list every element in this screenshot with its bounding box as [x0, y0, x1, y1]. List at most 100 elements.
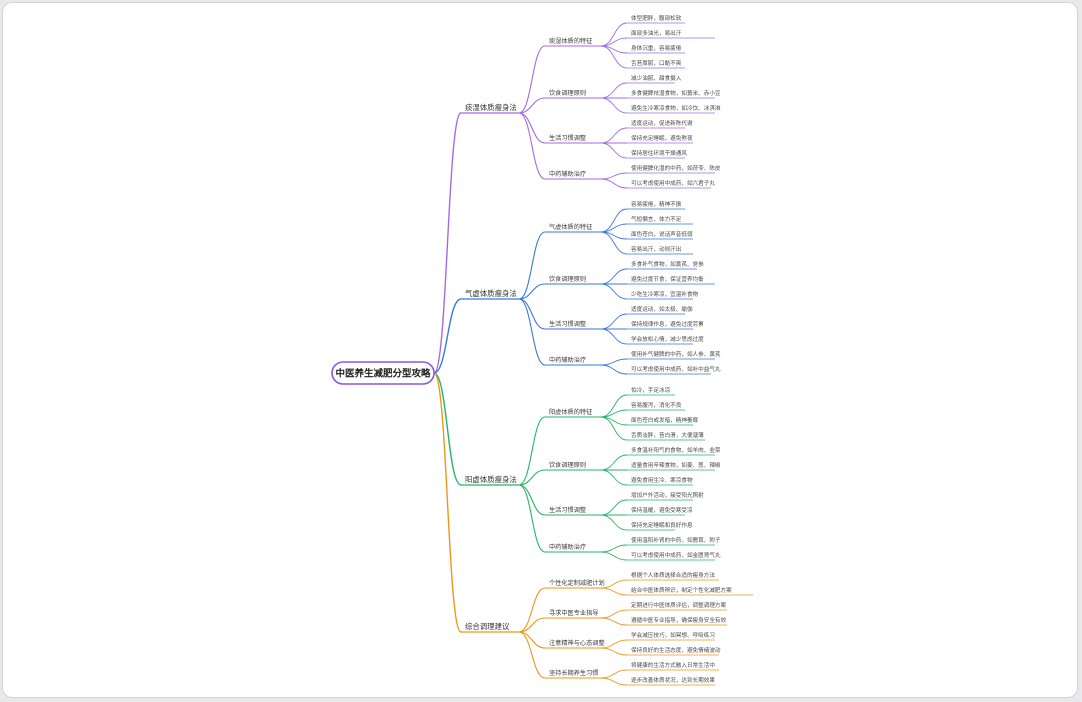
- branch-connector: [433, 112, 462, 374]
- leaf-label[interactable]: 气短懒言，体力不足: [631, 215, 682, 223]
- group-connector: [518, 298, 546, 330]
- leaf-label[interactable]: 可以考虑使用中成药，如金匮肾气丸: [631, 551, 721, 559]
- leaf-label[interactable]: 容易疲倦，精神不振: [631, 200, 682, 208]
- leaf-connector: [600, 127, 628, 144]
- group-connector: [518, 484, 546, 516]
- leaf-label[interactable]: 面部多油光，易出汗: [631, 29, 682, 37]
- root-node[interactable]: 中医养生减肥分型攻略: [331, 361, 435, 385]
- leaf-connector: [600, 231, 628, 255]
- leaf-connector: [600, 609, 628, 619]
- leaf-connector: [600, 208, 628, 233]
- leaf-label[interactable]: 避免过度节食，保证营养均衡: [631, 275, 704, 283]
- group-label[interactable]: 中药辅助治疗: [549, 356, 586, 364]
- leaf-label[interactable]: 学会放松心情，减少思虑过度: [631, 335, 704, 343]
- leaf-label[interactable]: 保持温暖，避免受寒受凉: [631, 506, 693, 514]
- group-label[interactable]: 痰湿体质的特征: [549, 37, 592, 45]
- group-connector: [518, 416, 546, 486]
- leaf-label[interactable]: 舌苔厚腻，口黏不爽: [631, 59, 682, 67]
- leaf-label[interactable]: 怕冷，手足冰凉: [631, 386, 671, 394]
- leaf-label[interactable]: 保持良好的生活态度，避免情绪波动: [631, 646, 721, 654]
- leaf-connector: [600, 551, 628, 561]
- leaf-label[interactable]: 多食补气食物，如黄芪、党参: [631, 260, 704, 268]
- leaf-connector: [600, 544, 628, 553]
- group-connector: [518, 112, 546, 180]
- leaf-connector: [600, 579, 628, 589]
- branch-label[interactable]: 气虚体质瘦身法: [465, 289, 517, 298]
- leaf-label[interactable]: 使用补气健脾的中药，如人参、黄芪: [631, 350, 721, 358]
- leaf-label[interactable]: 避免食用生冷、寒凉食物: [631, 476, 693, 484]
- group-connector: [518, 97, 546, 114]
- leaf-label[interactable]: 适度运动，促进新陈代谢: [631, 119, 693, 127]
- leaf-label[interactable]: 舌质淡胖，苔白滑，大便溏薄: [631, 431, 704, 439]
- leaf-connector: [600, 617, 628, 626]
- group-label[interactable]: 注意精神与心态调整: [549, 639, 605, 647]
- leaf-label[interactable]: 可以考虑使用中成药，如六君子丸: [631, 179, 715, 187]
- leaf-label[interactable]: 多食健脾祛湿食物，如薏米、赤小豆: [631, 89, 721, 97]
- leaf-connector: [600, 97, 628, 114]
- leaf-label[interactable]: 身体沉重，容易疲倦: [631, 44, 682, 52]
- branch-label[interactable]: 综合调理建议: [465, 622, 510, 631]
- leaf-label[interactable]: 增加户外活动，接受阳光照射: [631, 491, 704, 499]
- leaf-label[interactable]: 使用温阳补肾的中药，如鹿茸、附子: [631, 536, 721, 544]
- group-label[interactable]: 生活习惯调整: [549, 134, 586, 142]
- leaf-label[interactable]: 保持居住环境干燥通风: [631, 149, 687, 157]
- leaf-label[interactable]: 面色苍白或发暗，精神萎靡: [631, 416, 699, 424]
- group-label[interactable]: 气虚体质的特征: [549, 223, 592, 231]
- leaf-connector: [600, 268, 628, 285]
- group-label[interactable]: 个性化定制减肥计划: [549, 579, 605, 587]
- group-label[interactable]: 饮食调理原则: [549, 461, 586, 469]
- branch-label[interactable]: 痰湿体质瘦身法: [465, 103, 517, 112]
- leaf-connector: [600, 364, 628, 375]
- leaf-label[interactable]: 体型肥胖，腹部松软: [631, 14, 682, 22]
- leaf-connector: [600, 82, 628, 99]
- leaf-label[interactable]: 适量食用辛辣食物，如姜、葱、辣椒: [631, 461, 721, 469]
- leaf-label[interactable]: 定期进行中医体质评估，调整调理方案: [631, 601, 727, 609]
- leaf-connector: [600, 514, 628, 531]
- branch-connector: [433, 372, 462, 633]
- connectors: [433, 22, 753, 686]
- leaf-connector: [600, 328, 628, 345]
- group-label[interactable]: 中药辅助治疗: [549, 170, 586, 178]
- leaf-connector: [600, 677, 628, 686]
- leaf-label[interactable]: 结合中医体质辨识，制定个性化减肥方案: [631, 586, 732, 594]
- group-connector: [518, 45, 546, 114]
- leaf-label[interactable]: 面色苍白，说话声音低弱: [631, 230, 693, 238]
- leaf-label[interactable]: 遵循中医专业指导，确保瘦身安全有效: [631, 616, 727, 624]
- leaf-label[interactable]: 容易腹泻，消化不良: [631, 401, 682, 409]
- leaf-label[interactable]: 少吃生冷寒凉，宜温补食物: [631, 290, 699, 298]
- mind-map[interactable]: 中医养生减肥分型攻略 痰湿体质瘦身法 痰湿体质的特征 体型肥胖，腹部松软面部多油光，易…: [3, 3, 1078, 698]
- group-label[interactable]: 坚持长期养生习惯: [549, 669, 599, 677]
- group-label[interactable]: 饮食调理原则: [549, 89, 586, 97]
- leaf-label[interactable]: 根据个人体质选择合适的瘦身方法: [631, 571, 715, 579]
- leaf-label[interactable]: 学会减压技巧，如冥想、呼吸练习: [631, 631, 715, 639]
- group-connector: [518, 112, 546, 144]
- group-label[interactable]: 饮食调理原则: [549, 275, 586, 283]
- leaf-label[interactable]: 适度运动，如太极、瑜伽: [631, 305, 693, 313]
- leaf-label[interactable]: 避免生冷寒凉食物，如冷饮、冰淇淋: [631, 104, 721, 112]
- group-label[interactable]: 生活习惯调整: [549, 506, 586, 514]
- branch-connector: [433, 372, 462, 486]
- leaf-connector: [600, 669, 628, 679]
- leaf-label[interactable]: 逐步改善体质状况，达到长期效果: [631, 676, 715, 684]
- leaf-connector: [600, 416, 628, 441]
- leaf-label[interactable]: 可以考虑使用中成药，如补中益气丸: [631, 365, 721, 373]
- leaf-connector: [600, 45, 628, 69]
- group-label[interactable]: 中药辅助治疗: [549, 543, 586, 551]
- leaf-label[interactable]: 多食温补阳气的食物，如羊肉、韭菜: [631, 446, 721, 454]
- leaf-label[interactable]: 保持充足睡眠，避免熬夜: [631, 134, 693, 142]
- leaf-label[interactable]: 减少油腻、甜食摄入: [631, 74, 682, 82]
- leaf-label[interactable]: 将健康的生活方式融入日常生活中: [631, 661, 715, 669]
- leaf-label[interactable]: 容易出汗，动则汗出: [631, 245, 681, 253]
- leaf-label[interactable]: 保持充足睡眠和良好作息: [631, 521, 693, 529]
- leaf-label[interactable]: 保持规律作息，避免过度劳累: [631, 320, 704, 328]
- branch-label[interactable]: 阳虚体质瘦身法: [465, 475, 517, 484]
- group-label[interactable]: 寻求中医专业指导: [549, 609, 599, 617]
- nodes: 中医养生减肥分型攻略 痰湿体质瘦身法 痰湿体质的特征 体型肥胖，腹部松软面部多油光，易…: [331, 14, 732, 684]
- group-label[interactable]: 阳虚体质的特征: [549, 408, 592, 416]
- leaf-connector: [600, 313, 628, 330]
- leaf-label[interactable]: 使用健脾化湿的中药，如茯苓、陈皮: [631, 164, 721, 172]
- group-label[interactable]: 生活习惯调整: [549, 320, 586, 328]
- group-connector: [518, 631, 546, 649]
- group-connector: [518, 631, 546, 679]
